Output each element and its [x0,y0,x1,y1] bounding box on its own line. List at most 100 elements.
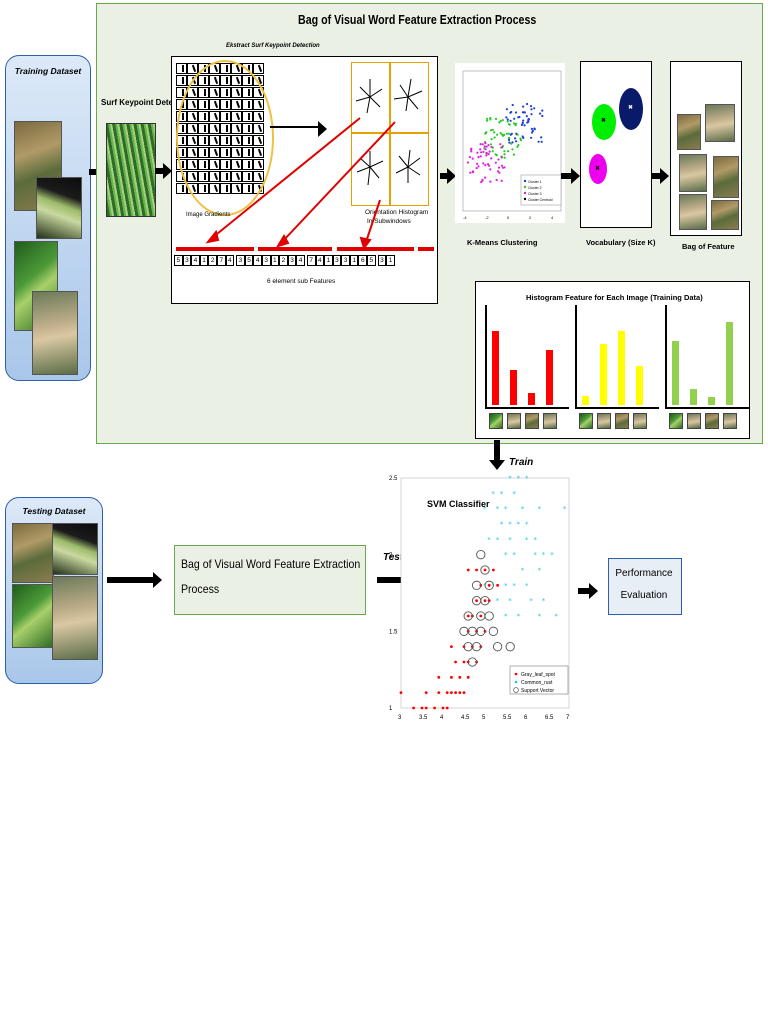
svm-point-gray-leaf-spot [458,675,462,679]
kmeans-point [508,123,511,126]
histogram-bar [618,331,625,405]
training-dataset-title: Training Dataset [14,66,82,76]
histogram-bar [582,396,589,405]
kmeans-point [480,151,483,154]
svm-y-tick: 2.5 [389,476,398,482]
kmeans-point [530,113,533,116]
svm-support-vector [484,611,494,621]
svm-point-common-rust: * [517,475,521,483]
kmeans-point [482,150,485,153]
bag-patch-2 [705,104,735,142]
kmeans-point [517,116,520,119]
svm-point-common-rust: * [500,490,504,498]
svm-title: SVM Classifier [427,499,490,509]
histogram-bar [510,370,517,405]
kmeans-point [539,112,542,115]
histogram-thumb [705,413,719,429]
kmeans-point [484,176,487,179]
svg-text:-2: -2 [485,215,489,220]
kmeans-point [513,117,516,120]
svm-point-gray-leaf-spot [454,660,457,664]
sub-feature-cell: 2 [279,255,288,266]
vocab-cluster-green [592,104,616,140]
feature-bar-red-2 [258,247,332,251]
test-label: Test [383,552,404,563]
sub-feature-cell: 6 [358,255,368,266]
kmeans-point [540,136,543,139]
kmeans-point [530,136,533,139]
histogram-thumb [543,413,557,429]
histogram-groups [480,305,749,433]
orientation-label-line2: In Subwindows [367,218,411,225]
svm-point-common-rust: * [504,613,508,621]
kmeans-point [522,119,525,122]
kmeans-point [540,140,543,143]
kmeans-point [514,111,518,114]
svm-point-common-rust: * [554,613,558,621]
kmeans-point [506,120,509,123]
sub-feature-cell: 4 [296,255,305,266]
svm-point-common-rust: * [521,567,525,575]
kmeans-point [484,164,487,167]
sub-feature-cell: 1 [349,255,359,266]
kmeans-point [514,137,517,140]
kmeans-point [481,143,484,146]
svm-point-common-rust: * [508,597,512,605]
kmeans-point [489,180,492,183]
svm-support-vector [484,580,494,590]
kmeans-point [488,164,491,167]
kmeans-point [530,108,533,111]
sub-feature-cell: 1 [199,255,209,266]
histogram-bar [546,350,553,405]
svm-legend-label: Gray_leaf_spot [521,672,556,678]
sub-features-label: 6 element sub Features [267,278,336,285]
kmeans-point [497,166,500,169]
svm-point-common-rust: * [508,475,512,483]
kmeans-point [493,131,496,134]
vocab-centroid-1: ✖ [601,118,607,124]
svm-point-common-rust: * [533,551,537,559]
svm-point-gray-leaf-spot [433,706,436,710]
testing-leaf-image-4 [52,576,98,660]
svm-point-gray-leaf-spot [458,691,462,695]
sub-feature-cell: 1 [270,255,280,266]
histogram-thumb [669,413,683,429]
kmeans-point [497,158,500,161]
svm-point-gray-leaf-spot [437,675,441,679]
kmeans-point [479,143,482,146]
kmeans-point [468,156,471,159]
svm-support-vector [480,565,490,575]
kmeans-point [466,161,470,164]
svm-point-gray-leaf-spot [424,691,428,695]
svm-point-common-rust: * [525,521,529,529]
kmeans-point [507,150,510,153]
svm-point-gray-leaf-spot [483,568,487,572]
gradient-cell [176,75,187,86]
vocab-centroid-3: ✖ [595,166,601,172]
svm-x-tick: 3 [398,715,402,721]
kmeans-point [496,170,500,173]
gradient-cell [176,63,187,74]
histogram-thumb [597,413,611,429]
svm-point-common-rust: * [525,536,529,544]
kmeans-point [523,124,526,127]
training-leaf-image-4 [32,291,78,375]
svm-point-gray-leaf-spot [454,691,457,695]
histogram-thumb [633,413,647,429]
sub-feature-cell: 3 [261,255,271,266]
kmeans-point [503,166,506,169]
svm-point-common-rust: * [525,475,529,483]
svm-x-tick: 4.5 [461,715,470,721]
kmeans-point [491,150,494,153]
svm-point-common-rust: * [504,505,508,513]
image-gradients-label: Image Gradients [186,212,231,218]
kmeans-point [529,105,533,108]
kmeans-point [519,137,522,140]
kmeans-legend-label: Cluster Centroid [528,198,553,202]
bag-patch-6 [711,200,739,230]
svm-support-vector [476,550,486,560]
